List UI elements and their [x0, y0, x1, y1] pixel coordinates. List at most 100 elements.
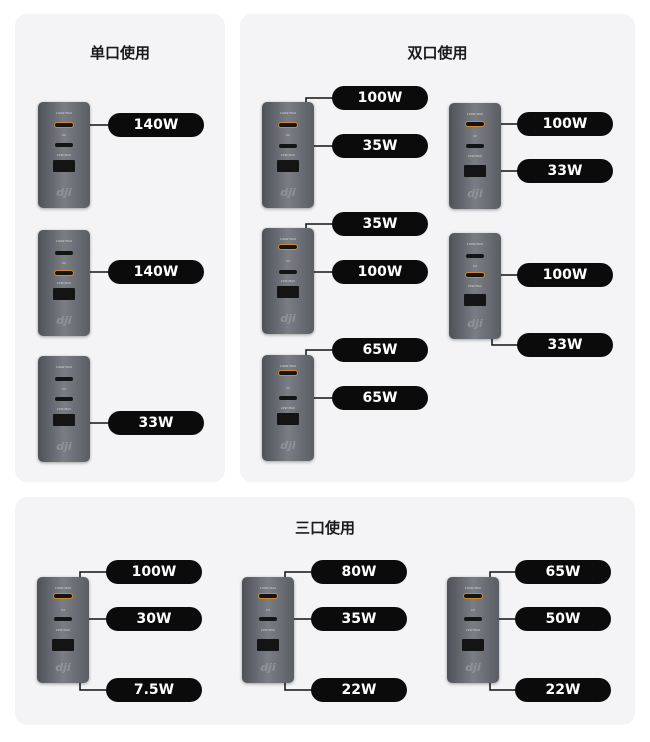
- power-label-dual-5b: 33W: [517, 333, 613, 357]
- usb-c1-port: [55, 377, 73, 381]
- port-a-text: 22W MAX: [280, 279, 296, 283]
- port-c1-text: 140W MAX: [466, 112, 484, 116]
- usb-a-port: [277, 413, 299, 425]
- usb-a-port: [53, 288, 75, 300]
- port-c2-text: C2: [61, 387, 66, 391]
- power-label-dual-1a: 100W: [332, 86, 428, 110]
- power-label-single-1: 140W: [108, 113, 204, 137]
- charger-dual-1: 140W MAX C2 22W MAX dji: [262, 102, 314, 208]
- charger-dual-2: 140W MAX C2 22W MAX dji: [262, 228, 314, 334]
- port-c2-text: C2: [265, 608, 270, 612]
- usb-c2-port: [279, 144, 297, 148]
- dji-logo: dji: [280, 312, 296, 325]
- port-c1-text: 140W MAX: [279, 237, 297, 241]
- port-c1-text: 140W MAX: [279, 364, 297, 368]
- usb-a-port: [277, 286, 299, 298]
- usb-c2-port: [54, 617, 72, 621]
- usb-c2-port: [55, 397, 73, 401]
- dji-logo: dji: [467, 317, 483, 330]
- dji-logo: dji: [465, 661, 481, 674]
- port-a-text: 22W MAX: [260, 628, 276, 632]
- power-label-dual-5a: 100W: [517, 263, 613, 287]
- dji-logo: dji: [280, 439, 296, 452]
- charger-single-3: 140W MAX C2 22W MAX dji: [38, 356, 90, 462]
- usb-a-port: [462, 639, 484, 651]
- port-c2-text: C2: [61, 261, 66, 265]
- charger-single-1: 140W MAX C2 22W MAX dji: [38, 102, 90, 208]
- port-c2-text: C2: [285, 133, 290, 137]
- power-label-dual-1b: 35W: [332, 134, 428, 158]
- usb-c1-port: [466, 122, 484, 126]
- usb-c2-port: [55, 271, 73, 275]
- usb-a-port: [53, 414, 75, 426]
- usb-a-port: [257, 639, 279, 651]
- usb-c1-port: [55, 251, 73, 255]
- power-label-dual-4b: 33W: [517, 159, 613, 183]
- port-c1-text: 140W MAX: [55, 365, 73, 369]
- power-label-dual-4a: 100W: [517, 112, 613, 136]
- port-c1-text: 140W MAX: [259, 586, 277, 590]
- port-a-text: 22W MAX: [467, 284, 483, 288]
- power-label-dual-2b: 100W: [332, 260, 428, 284]
- usb-c1-port: [279, 371, 297, 375]
- port-c2-text: C2: [472, 134, 477, 138]
- usb-c1-port: [279, 123, 297, 127]
- power-label-dual-2a: 35W: [332, 212, 428, 236]
- usb-c2-port: [279, 270, 297, 274]
- dji-logo: dji: [467, 187, 483, 200]
- usb-c1-port: [54, 594, 72, 598]
- dji-logo: dji: [55, 661, 71, 674]
- usb-a-port: [53, 160, 75, 172]
- power-label-triple-2a: 80W: [311, 560, 407, 584]
- port-c1-text: 140W MAX: [55, 111, 73, 115]
- charger-dual-5: 140W MAX C2 22W MAX dji: [449, 233, 501, 339]
- power-label-single-3: 33W: [108, 411, 204, 435]
- power-label-triple-1a: 100W: [106, 560, 202, 584]
- power-label-dual-3b: 65W: [332, 386, 428, 410]
- dji-logo: dji: [280, 186, 296, 199]
- usb-a-port: [52, 639, 74, 651]
- port-a-text: 22W MAX: [465, 628, 481, 632]
- power-label-triple-3a: 65W: [515, 560, 611, 584]
- charger-single-2: 140W MAX C2 22W MAX dji: [38, 230, 90, 336]
- usb-c2-port: [55, 143, 73, 147]
- port-c2-text: C2: [60, 608, 65, 612]
- usb-c1-port: [279, 245, 297, 249]
- power-label-triple-2c: 22W: [311, 678, 407, 702]
- charger-dual-4: 140W MAX C2 22W MAX dji: [449, 103, 501, 209]
- port-c2-text: C2: [285, 386, 290, 390]
- usb-c1-port: [464, 594, 482, 598]
- port-c1-text: 140W MAX: [279, 111, 297, 115]
- usb-c2-port: [279, 396, 297, 400]
- dji-logo: dji: [260, 661, 276, 674]
- usb-c1-port: [466, 254, 484, 258]
- dji-logo: dji: [56, 314, 72, 327]
- port-a-text: 22W MAX: [56, 407, 72, 411]
- usb-a-port: [464, 165, 486, 177]
- usb-a-port: [277, 160, 299, 172]
- charger-dual-3: 140W MAX C2 22W MAX dji: [262, 355, 314, 461]
- power-label-triple-1c: 7.5W: [106, 678, 202, 702]
- port-c2-text: C2: [285, 259, 290, 263]
- power-label-triple-3b: 50W: [515, 607, 611, 631]
- charger-triple-1: 140W MAX C2 22W MAX dji: [37, 577, 89, 683]
- charger-triple-2: 140W MAX C2 22W MAX dji: [242, 577, 294, 683]
- single-port-title: 单口使用: [89, 44, 150, 62]
- usb-c2-port: [464, 617, 482, 621]
- usb-c1-port: [55, 123, 73, 127]
- usb-c2-port: [466, 273, 484, 277]
- usb-c2-port: [259, 617, 277, 621]
- port-a-text: 22W MAX: [467, 154, 483, 158]
- triple-port-title: 三口使用: [294, 519, 355, 537]
- port-c1-text: 140W MAX: [55, 239, 73, 243]
- port-c2-text: C2: [61, 133, 66, 137]
- dji-logo: dji: [56, 186, 72, 199]
- dji-logo: dji: [56, 440, 72, 453]
- port-a-text: 22W MAX: [280, 153, 296, 157]
- port-c2-text: C2: [470, 608, 475, 612]
- power-label-triple-3c: 22W: [515, 678, 611, 702]
- port-a-text: 22W MAX: [55, 628, 71, 632]
- port-c1-text: 140W MAX: [466, 242, 484, 246]
- port-c2-text: C2: [472, 264, 477, 268]
- usb-a-port: [464, 294, 486, 306]
